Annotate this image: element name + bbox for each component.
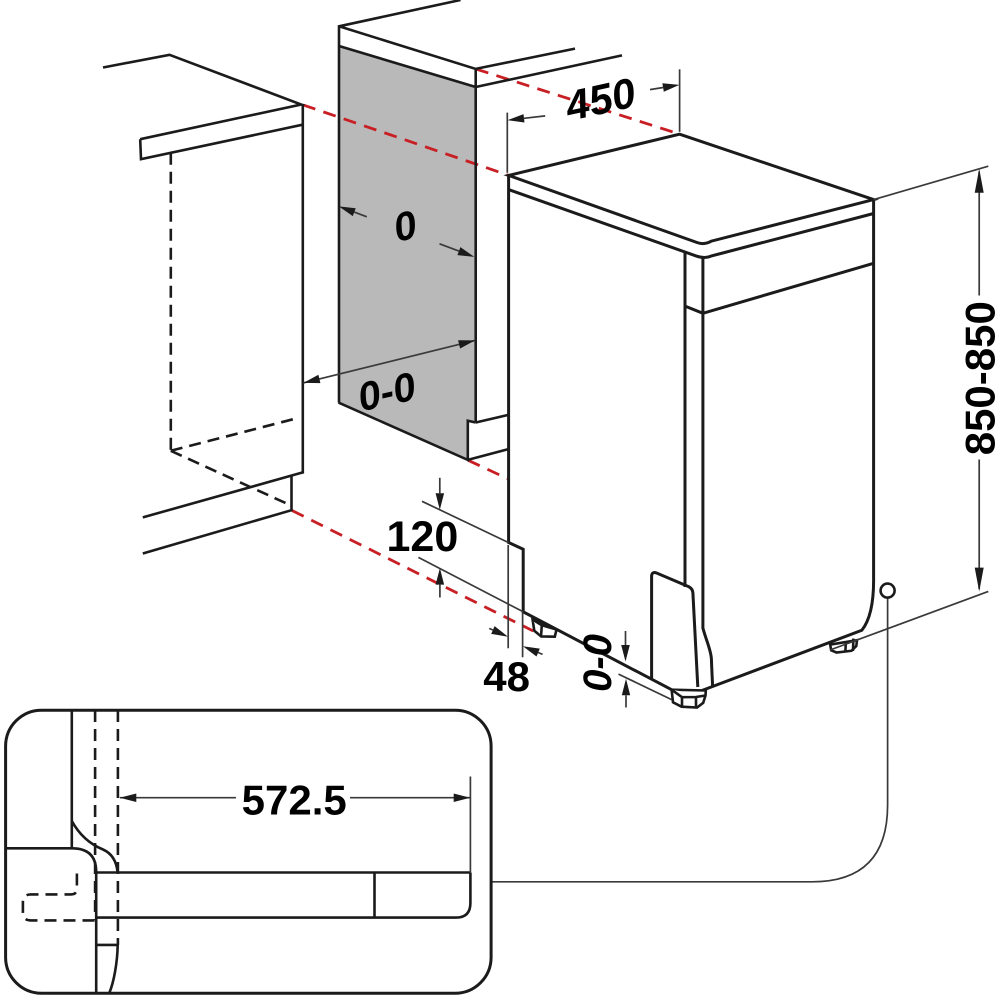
svg-text:0-0: 0-0 bbox=[576, 634, 620, 692]
svg-text:572.5: 572.5 bbox=[242, 777, 347, 824]
svg-text:450: 450 bbox=[560, 69, 640, 130]
svg-text:48: 48 bbox=[483, 653, 530, 700]
svg-text:120: 120 bbox=[387, 513, 459, 561]
svg-text:850-850: 850-850 bbox=[956, 301, 1000, 455]
